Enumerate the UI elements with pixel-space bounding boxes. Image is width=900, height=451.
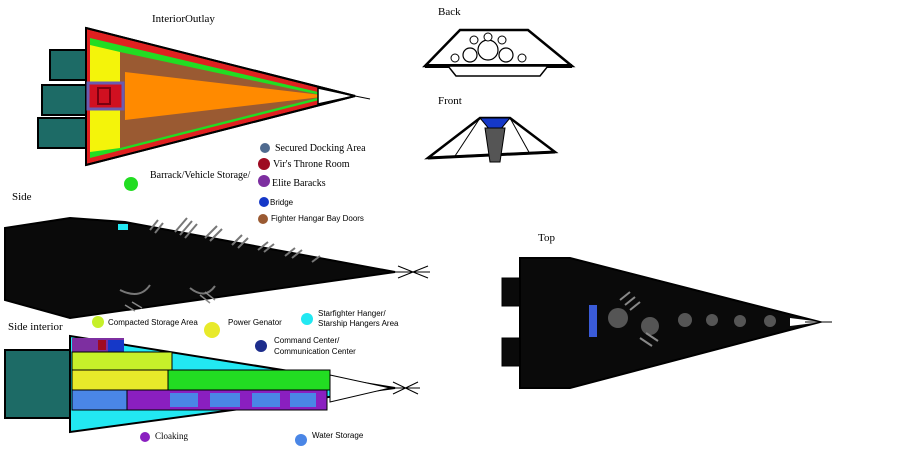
interior-outlay-title: InteriorOutlay — [152, 13, 215, 25]
front-view-title: Front — [438, 95, 462, 107]
legend-label-hangar-doors: Fighter Hangar Bay Doors — [271, 214, 364, 223]
side-interior-title: Side interior — [8, 321, 63, 333]
legend-swatch-throne-room — [258, 158, 270, 170]
top-view-ship — [501, 257, 832, 389]
legend-label-starfighter-hangar: Starfighter Hanger/ — [318, 309, 386, 318]
legend-label-secured-docking: Secured Docking Area — [275, 143, 366, 154]
legend-label-elite-barracks: Elite Baracks — [272, 178, 326, 189]
legend-label-starfighter-hangar-2: Starship Hangers Area — [318, 319, 399, 328]
back-view-title: Back — [438, 6, 461, 18]
legend-label-cloaking: Cloaking — [155, 431, 188, 441]
legend-swatch-bridge — [259, 197, 269, 207]
legend-label-barrack-storage: Barrack/Vehicle Storage/ — [150, 170, 250, 181]
side-view-title: Side — [12, 191, 32, 203]
legend-swatch-starfighter-hangar — [301, 313, 313, 325]
top-view-title: Top — [538, 232, 555, 244]
legend-swatch-cloaking — [140, 432, 150, 442]
legend-label-water-storage: Water Storage — [312, 431, 364, 440]
legend: Secured Docking Area Vir's Throne Room E… — [92, 143, 399, 446]
legend-swatch-barrack-storage — [124, 177, 138, 191]
legend-label-command-center-2: Communication Center — [274, 347, 356, 356]
interior-outlay-ship — [37, 26, 371, 167]
legend-swatch-command-center — [255, 340, 267, 352]
legend-label-bridge: Bridge — [270, 198, 294, 207]
legend-swatch-power-generator — [204, 322, 220, 338]
legend-label-power-generator: Power Genator — [228, 318, 282, 327]
legend-swatch-hangar-doors — [258, 214, 268, 224]
legend-label-compacted-storage: Compacted Storage Area — [108, 318, 198, 327]
legend-swatch-compacted-storage — [92, 316, 104, 328]
legend-label-throne-room: Vir's Throne Room — [273, 159, 350, 170]
side-interior-ship — [4, 334, 420, 434]
legend-swatch-elite-barracks — [258, 175, 270, 187]
front-view-ship — [424, 116, 559, 163]
legend-swatch-water-storage — [295, 434, 307, 446]
side-view-ship — [4, 216, 430, 320]
back-view-ship — [422, 28, 576, 77]
legend-label-command-center: Command Center/ — [274, 336, 340, 345]
legend-swatch-secured-docking — [260, 143, 270, 153]
